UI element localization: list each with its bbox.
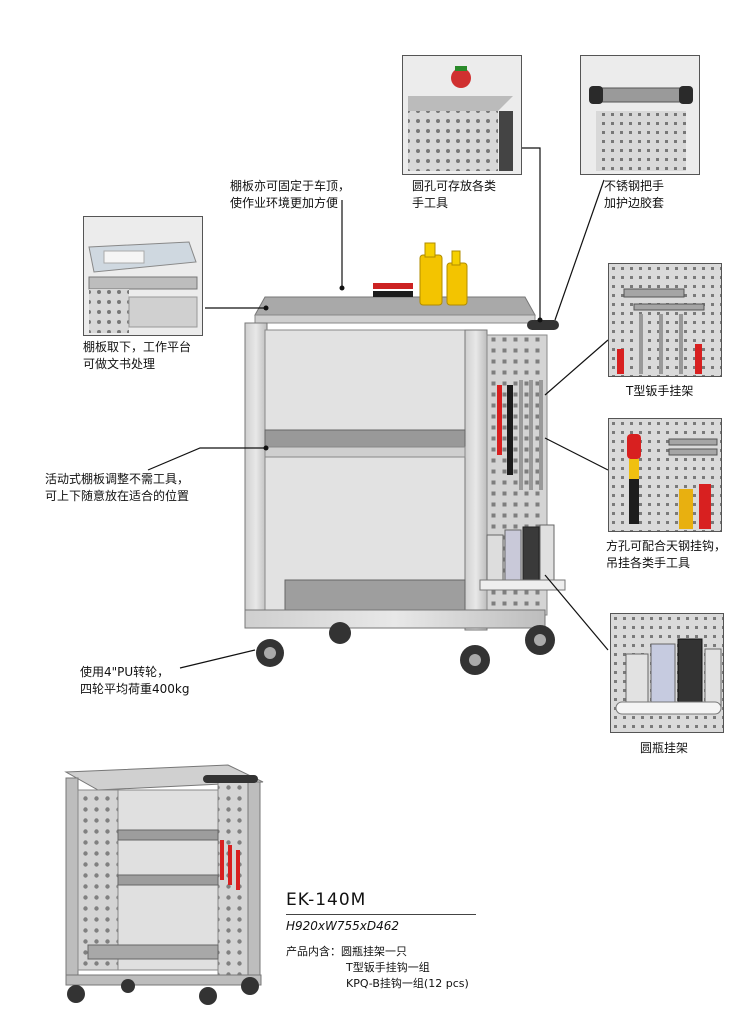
model-number: EK-140M <box>286 890 367 910</box>
includes-item: KPQ-B挂钩一组(12 pcs) <box>346 977 469 990</box>
callout-line-2: 加护边胶套 <box>604 196 665 210</box>
callout-t-hanger: T型钣手挂架 <box>626 383 693 400</box>
callout-handle: 不锈钢把手 加护边胶套 <box>604 178 664 212</box>
includes-label: 产品内含： <box>286 945 341 958</box>
callout-line-1: 不锈钢把手 <box>604 179 665 193</box>
callout-casters: 使用4"PU转轮， 四轮平均荷重400kg <box>80 664 189 698</box>
t-hanger-detail-image <box>608 263 722 377</box>
dimensions: H920xW755xD462 <box>286 919 400 933</box>
callout-line-2: 可做文书处理 <box>83 357 156 371</box>
callout-shelf-fix: 棚板亦可固定于车顶， 使作业环境更加方便 <box>230 178 350 212</box>
divider <box>286 914 476 915</box>
callout-line-1: 使用4"PU转轮， <box>80 665 170 679</box>
callout-bottle-holder: 圆瓶挂架 <box>640 740 688 757</box>
includes-item: 圆瓶挂架一只 <box>341 945 407 958</box>
shelf-remove-detail-image <box>83 216 203 336</box>
callout-line-2: 吊挂各类手工具 <box>606 556 691 570</box>
product-cart-image <box>58 760 268 1010</box>
callout-line-1: 方孔可配合天钢挂钩， <box>606 539 727 553</box>
includes-item: T型钣手挂钩一组 <box>346 961 430 974</box>
callout-square-holes: 方孔可配合天钢挂钩， 吊挂各类手工具 <box>606 538 726 572</box>
callout-line-2: 使作业环境更加方便 <box>230 196 339 210</box>
callout-line-2: 手工具 <box>412 196 449 210</box>
includes-block: 产品内含：圆瓶挂架一只 <box>286 944 407 960</box>
product-info: EK-140M H920xW755xD462 <box>286 890 486 933</box>
callout-line-1: 活动式棚板调整不需工具， <box>45 472 190 486</box>
callout-line-2: 可上下随意放在适合的位置 <box>45 489 190 503</box>
callout-round-holes: 圆孔可存放各类 手工具 <box>412 178 496 212</box>
callout-line-1: 棚板取下，工作平台 <box>83 340 192 354</box>
square-holes-detail-image <box>608 418 722 532</box>
handle-detail-image <box>580 55 700 175</box>
callout-line-2: 四轮平均荷重400kg <box>80 682 190 696</box>
callout-adjustable-shelf: 活动式棚板调整不需工具， 可上下随意放在适合的位置 <box>45 471 189 505</box>
callout-line-1: 棚板亦可固定于车顶， <box>230 179 351 193</box>
main-cart-image <box>235 235 575 695</box>
round-holes-detail-image <box>402 55 522 175</box>
callout-line-1: 圆瓶挂架 <box>640 741 689 755</box>
bottle-holder-detail-image <box>610 613 724 733</box>
callout-shelf-remove: 棚板取下，工作平台 可做文书处理 <box>83 339 191 373</box>
callout-line-1: 圆孔可存放各类 <box>412 179 497 193</box>
callout-line-1: T型钣手挂架 <box>626 384 694 398</box>
